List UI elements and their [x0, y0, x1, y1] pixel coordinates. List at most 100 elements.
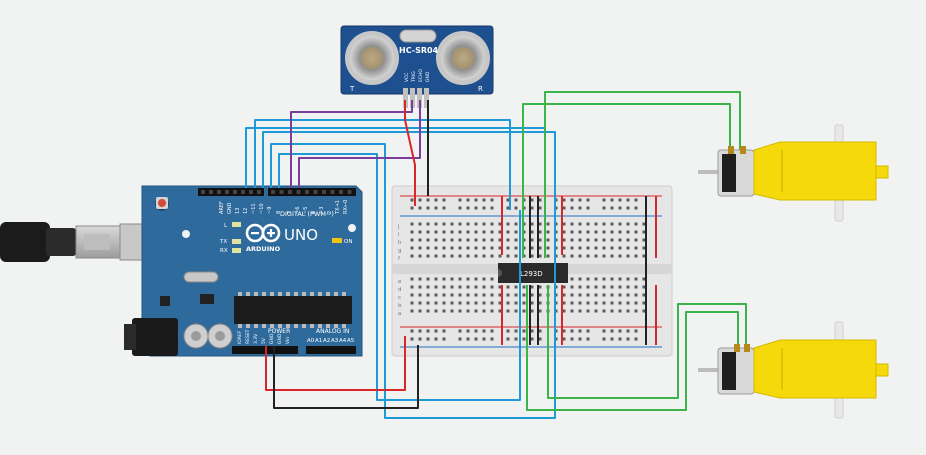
- breadboard-hole: [514, 238, 518, 242]
- breadboard-hole: [418, 254, 422, 258]
- breadboard-hole: [586, 301, 590, 305]
- breadboard-hole: [482, 222, 486, 226]
- breadboard-hole: [418, 230, 422, 234]
- breadboard-hole: [442, 222, 446, 226]
- breadboard-hole: [618, 309, 622, 313]
- row-letter-h: h: [398, 240, 402, 246]
- breadboard-hole: [570, 285, 574, 289]
- chip-label: L293D: [520, 270, 543, 278]
- breadboard-hole: [642, 246, 646, 250]
- breadboard-hole: [418, 238, 422, 242]
- breadboard-hole: [474, 285, 478, 289]
- arduino-board: UNO ARDUINO DIGITAL (PWM~) POWER ANALOG …: [124, 185, 363, 357]
- breadboard-hole: [458, 198, 462, 202]
- breadboard-hole: [634, 198, 638, 202]
- breadboard-hole: [458, 206, 462, 210]
- breadboard-hole: [642, 309, 646, 313]
- wire-red-vcc: [404, 100, 416, 206]
- breadboard-hole: [538, 293, 542, 297]
- motor-top: [698, 124, 889, 222]
- breadboard-hole: [466, 277, 470, 281]
- pin-label-gnd2: GND: [277, 333, 283, 344]
- breadboard-hole: [602, 277, 606, 281]
- breadboard-hole: [546, 238, 550, 242]
- pin-label-0: RX←0: [343, 200, 349, 214]
- breadboard-hole: [490, 293, 494, 297]
- breadboard-hole: [434, 254, 438, 258]
- breadboard-hole: [434, 285, 438, 289]
- breadboard-hole: [530, 309, 534, 313]
- header-pin: [322, 190, 326, 194]
- breadboard-hole: [506, 238, 510, 242]
- breadboard-hole: [642, 293, 646, 297]
- breadboard-hole: [642, 222, 646, 226]
- usb-cable: [0, 222, 153, 262]
- breadboard-hole: [426, 198, 430, 202]
- breadboard-hole: [586, 230, 590, 234]
- breadboard-hole: [466, 206, 470, 210]
- breadboard-hole: [474, 222, 478, 226]
- breadboard-hole: [410, 337, 414, 341]
- breadboard-hole: [538, 206, 542, 210]
- breadboard-hole: [530, 230, 534, 234]
- sensor-pin-vcc: VCC: [404, 73, 410, 82]
- breadboard-hole: [530, 198, 534, 202]
- breadboard-hole: [562, 337, 566, 341]
- breadboard-hole: [426, 206, 430, 210]
- breadboard-hole: [458, 222, 462, 226]
- breadboard-hole: [418, 198, 422, 202]
- breadboard-hole: [482, 285, 486, 289]
- breadboard-hole: [482, 293, 486, 297]
- arduino-brand-label: ARDUINO: [246, 245, 281, 253]
- breadboard-hole: [562, 246, 566, 250]
- pin-label-6: ~6: [295, 207, 301, 214]
- breadboard-hole: [434, 222, 438, 226]
- row-letter-a: a: [398, 311, 401, 317]
- wire-black-gnd: [273, 345, 419, 409]
- breadboard-hole: [522, 337, 526, 341]
- breadboard-hole: [570, 337, 574, 341]
- breadboard-hole: [514, 293, 518, 297]
- breadboard-hole: [610, 238, 614, 242]
- breadboard-hole: [410, 230, 414, 234]
- breadboard-hole: [618, 277, 622, 281]
- breadboard-hole: [506, 285, 510, 289]
- breadboard-hole: [610, 254, 614, 258]
- breadboard-hole: [546, 230, 550, 234]
- breadboard-hole: [634, 337, 638, 341]
- breadboard-hole: [418, 301, 422, 305]
- breadboard-hole: [578, 309, 582, 313]
- ultrasonic-sensor: HC-SR04 T R VCC TRIG ECHO GND: [340, 25, 494, 108]
- row-letters-left: j i h g f e d c b a: [397, 224, 402, 317]
- breadboard-hole: [490, 230, 494, 234]
- breadboard-hole: [474, 309, 478, 313]
- breadboard-hole: [522, 293, 526, 297]
- breadboard-hole: [586, 285, 590, 289]
- top-pin-labels: AREF GND 13 12 ~11 ~10 ~9 8 7 ~6 ~5 4 ~3…: [219, 200, 349, 215]
- breadboard-hole: [450, 246, 454, 250]
- header-pin: [225, 190, 229, 194]
- breadboard-hole: [610, 329, 614, 333]
- breadboard-hole: [522, 309, 526, 313]
- power-header-label: POWER: [268, 328, 290, 335]
- breadboard-hole: [426, 301, 430, 305]
- breadboard-hole: [578, 206, 582, 210]
- header-pin: [233, 190, 237, 194]
- pin-label-a3: A3: [331, 338, 339, 344]
- sensor-left-mark: T: [349, 85, 355, 93]
- breadboard-hole: [474, 337, 478, 341]
- breadboard-hole: [434, 277, 438, 281]
- breadboard-hole: [442, 238, 446, 242]
- breadboard-hole: [602, 329, 606, 333]
- header-pin: [305, 190, 309, 194]
- breadboard-hole: [434, 293, 438, 297]
- pin-label-reset: RESET: [245, 329, 251, 344]
- breadboard-hole: [490, 206, 494, 210]
- breadboard-hole: [466, 238, 470, 242]
- breadboard-hole: [570, 254, 574, 258]
- breadboard-hole: [538, 254, 542, 258]
- breadboard-hole: [514, 301, 518, 305]
- breadboard-hole: [490, 285, 494, 289]
- breadboard-hole: [514, 337, 518, 341]
- breadboard-hole: [442, 309, 446, 313]
